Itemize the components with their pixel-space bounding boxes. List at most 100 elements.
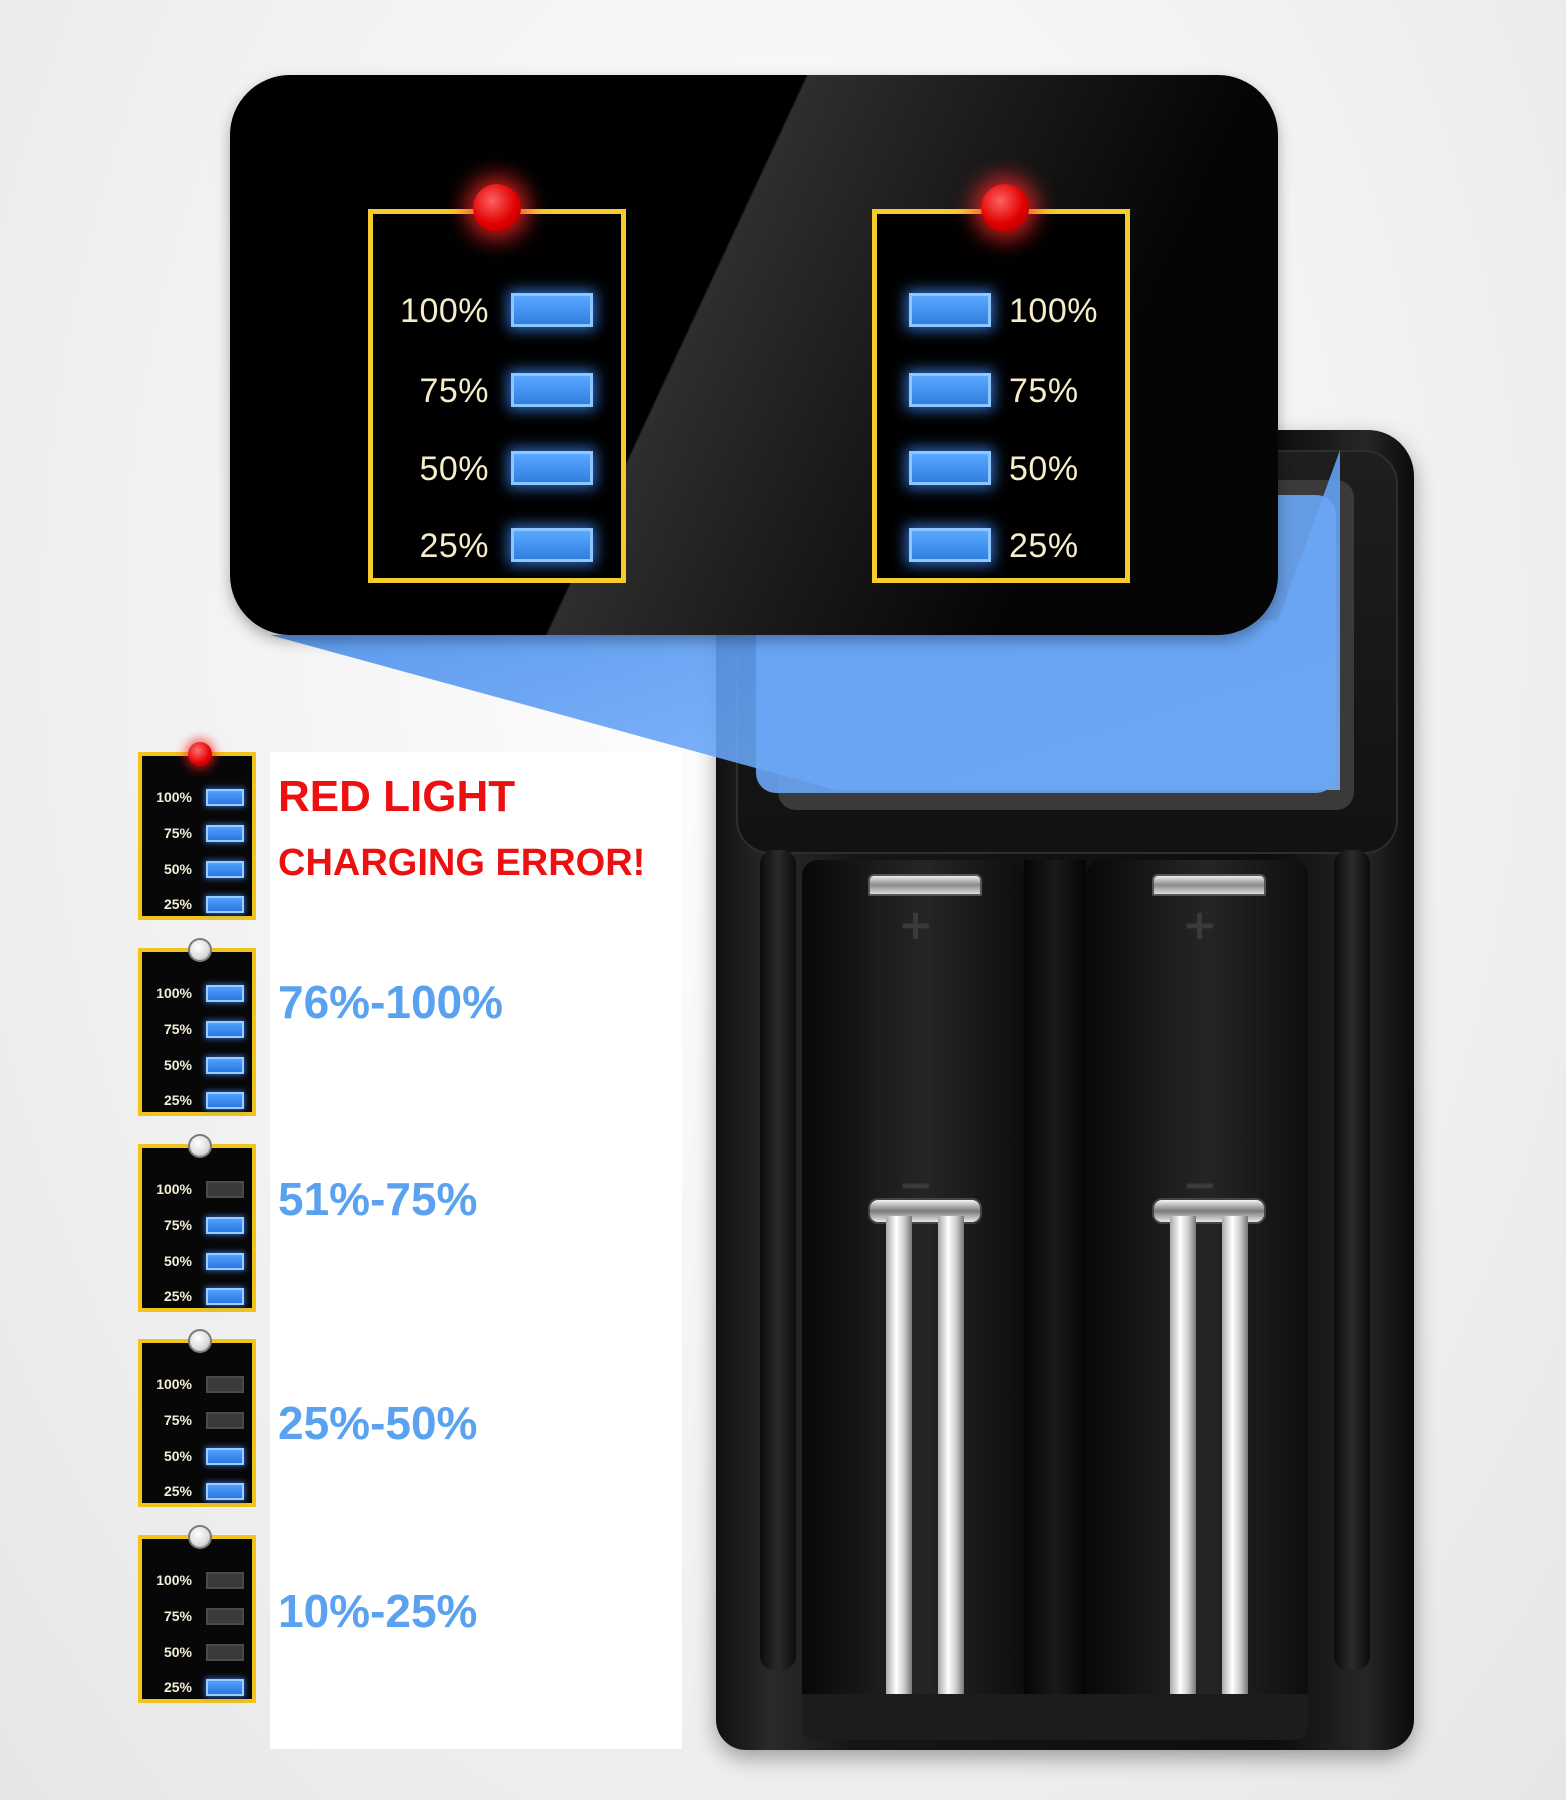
legend-item: 100% 75% 50% 25% xyxy=(138,1525,256,1705)
mini-level-row: 100% xyxy=(142,980,252,1006)
level-bar-unlit xyxy=(206,1608,244,1625)
mini-level-row: 25% xyxy=(142,1283,252,1309)
battery-slot-2: + − xyxy=(1086,860,1308,1740)
level-bar-lit xyxy=(206,1021,244,1038)
mini-level-label: 50% xyxy=(163,1644,192,1660)
level-bar-lit xyxy=(206,825,244,842)
battery-slot-1: + − xyxy=(802,860,1024,1740)
mini-level-row: 100% xyxy=(142,1371,252,1397)
level-bar-lit xyxy=(511,293,593,327)
level-bar-lit xyxy=(511,451,593,485)
mini-level-label: 75% xyxy=(163,1608,192,1624)
positive-terminal xyxy=(1152,874,1266,896)
level-bar-lit xyxy=(511,528,593,562)
slider-rail xyxy=(1222,1216,1248,1726)
mini-level-row: 50% xyxy=(142,1443,252,1469)
positive-terminal xyxy=(868,874,982,896)
mini-level-row: 25% xyxy=(142,1674,252,1700)
legend-item: 100% 75% 50% 25% xyxy=(138,938,256,1118)
level-bar-lit xyxy=(909,451,991,485)
slider-rail xyxy=(938,1216,964,1726)
level-bar-lit xyxy=(206,1288,244,1305)
level-row: 25% xyxy=(373,524,621,568)
level-label: 25% xyxy=(419,527,489,565)
level-label: 100% xyxy=(1009,292,1098,330)
mini-level-row: 75% xyxy=(142,1407,252,1433)
level-bar-lit xyxy=(909,528,991,562)
charger-side-rail xyxy=(1334,850,1370,1670)
mini-level-row: 25% xyxy=(142,1087,252,1113)
level-label: 50% xyxy=(1009,450,1079,488)
level-bar-lit xyxy=(206,1057,244,1074)
mini-level-label: 100% xyxy=(156,1181,192,1197)
level-label: 75% xyxy=(419,372,489,410)
white-led-icon xyxy=(188,1329,212,1353)
range-caption: 10%-25% xyxy=(278,1585,478,1637)
mini-level-label: 75% xyxy=(163,1412,192,1428)
slot-base xyxy=(802,1694,1308,1740)
level-row: 75% xyxy=(373,369,621,413)
white-led-icon xyxy=(188,1525,212,1549)
legend-item: 100%75%50%25% xyxy=(138,742,256,922)
legend-background xyxy=(270,752,682,1749)
level-bar-lit xyxy=(206,1679,244,1696)
range-caption: 76%-100% xyxy=(278,976,504,1028)
red-led-icon xyxy=(981,184,1029,232)
level-bar-unlit xyxy=(206,1376,244,1393)
level-bar-unlit xyxy=(206,1181,244,1198)
red-led-icon xyxy=(188,742,212,766)
level-bar-lit xyxy=(206,1253,244,1270)
level-label: 25% xyxy=(1009,527,1079,565)
indicator-panel-right: 100% 75% 50% 25% xyxy=(872,184,1130,583)
mini-level-label: 75% xyxy=(163,1217,192,1233)
mini-level-label: 50% xyxy=(163,1253,192,1269)
mini-level-row: 75% xyxy=(142,1016,252,1042)
mini-level-label: 25% xyxy=(163,896,192,912)
legend-item: 100% 75% 50% 25% xyxy=(138,1134,256,1314)
mini-level-row: 25% xyxy=(142,891,252,917)
mini-level-row: 75% xyxy=(142,1603,252,1629)
mini-level-row: 50% xyxy=(142,1639,252,1665)
mini-level-label: 25% xyxy=(163,1288,192,1304)
mini-indicator-panel: 100% 75% 50% 25% xyxy=(138,1134,256,1312)
mini-level-row: 50% xyxy=(142,1248,252,1274)
mini-level-label: 50% xyxy=(163,1448,192,1464)
mini-level-label: 25% xyxy=(163,1092,192,1108)
slider-rail xyxy=(886,1216,912,1726)
mini-level-row: 100% xyxy=(142,1176,252,1202)
slot-divider xyxy=(1024,860,1086,1740)
white-led-icon xyxy=(188,938,212,962)
range-caption: 51%-75% xyxy=(278,1173,478,1225)
level-row: 25% xyxy=(877,524,1125,568)
mini-level-row: 50% xyxy=(142,1052,252,1078)
level-row: 75% xyxy=(877,369,1125,413)
level-bar-lit xyxy=(206,1448,244,1465)
level-bar-lit xyxy=(511,373,593,407)
level-bar-lit xyxy=(206,1092,244,1109)
level-row: 100% xyxy=(373,289,621,333)
mini-indicator-panel: 100% 75% 50% 25% xyxy=(138,938,256,1116)
mini-level-label: 100% xyxy=(156,985,192,1001)
mini-level-row: 50% xyxy=(142,856,252,882)
error-caption: CHARGING ERROR! xyxy=(278,842,646,884)
level-bar-lit xyxy=(206,861,244,878)
mini-level-label: 50% xyxy=(163,861,192,877)
mini-indicator-panel: 100% 75% 50% 25% xyxy=(138,1329,256,1507)
level-bar-lit xyxy=(909,373,991,407)
indicator-panel-left: 100% 75% 50% 25% xyxy=(368,184,626,583)
level-bar-lit xyxy=(206,1483,244,1500)
mini-level-label: 75% xyxy=(163,1021,192,1037)
mini-level-label: 100% xyxy=(156,1376,192,1392)
level-bar-lit xyxy=(909,293,991,327)
level-bar-unlit xyxy=(206,1412,244,1429)
mini-level-label: 100% xyxy=(156,1572,192,1588)
red-led-icon xyxy=(473,184,521,232)
mini-level-label: 75% xyxy=(163,825,192,841)
level-bar-unlit xyxy=(206,1644,244,1661)
mini-level-row: 25% xyxy=(142,1478,252,1504)
positive-mark: + xyxy=(898,900,934,949)
white-led-icon xyxy=(188,1134,212,1158)
mini-level-label: 25% xyxy=(163,1679,192,1695)
level-bar-lit xyxy=(206,789,244,806)
mini-level-row: 75% xyxy=(142,1212,252,1238)
